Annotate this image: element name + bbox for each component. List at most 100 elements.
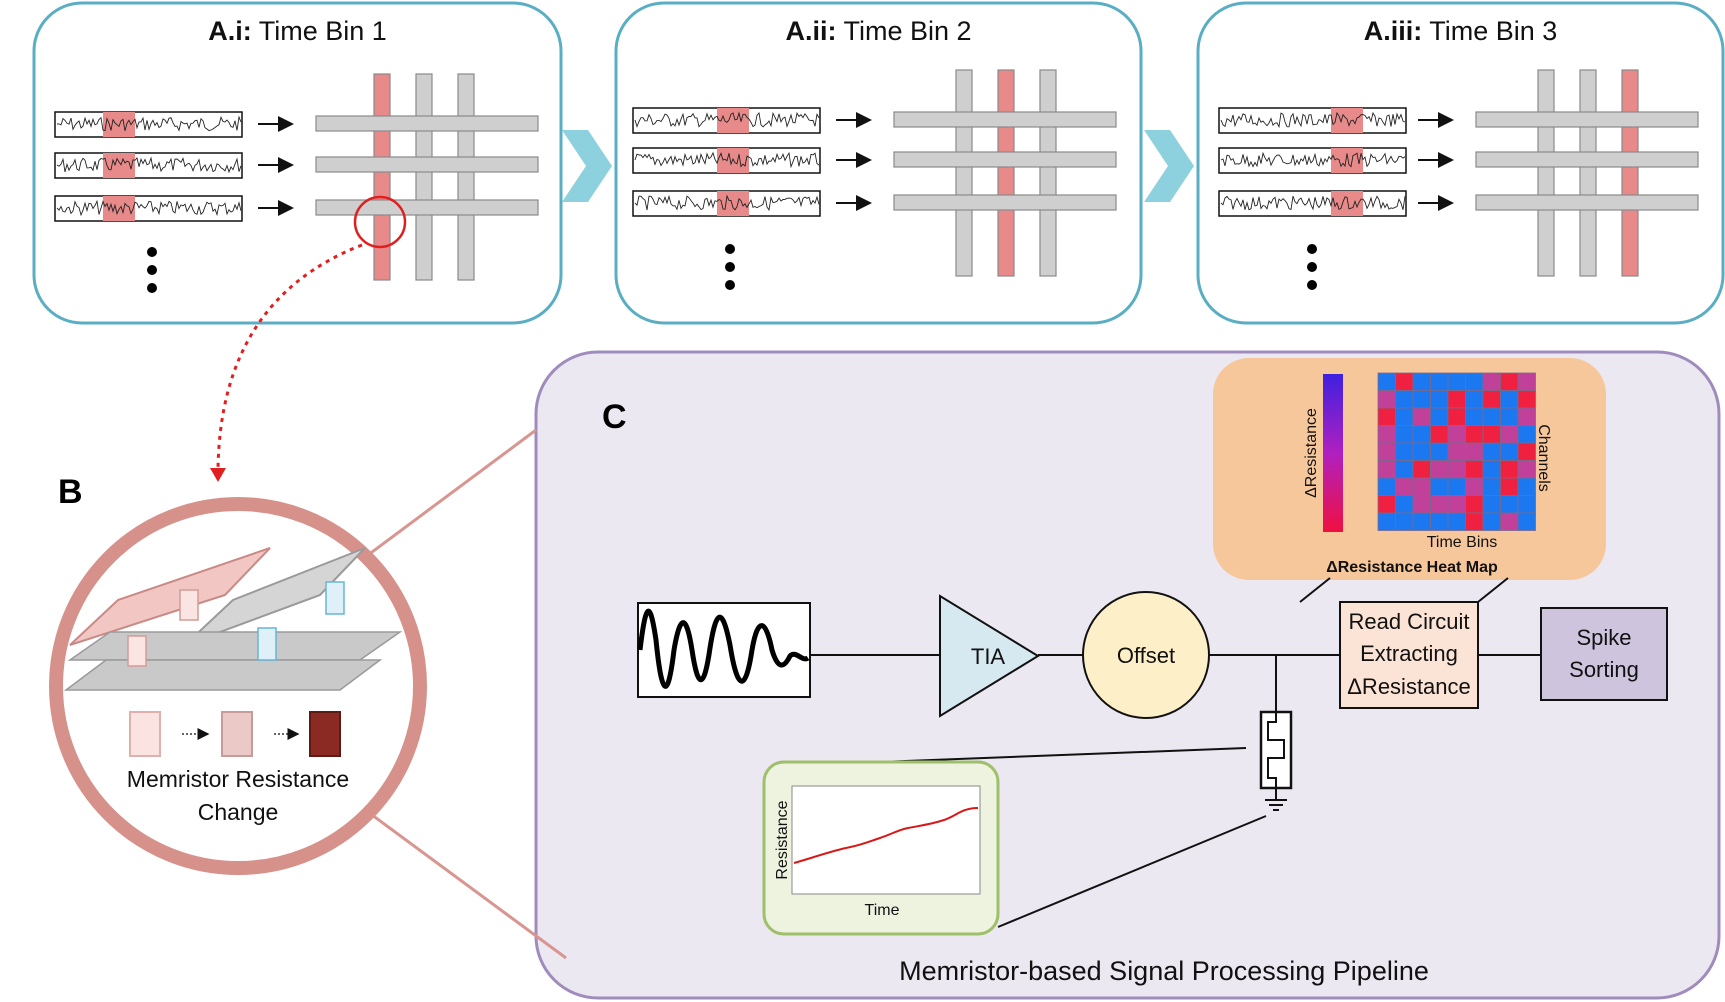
spike-sorting-line1: Spike — [1576, 625, 1631, 650]
memristor-state-low — [129, 711, 161, 757]
heatmap-cell — [1465, 390, 1484, 409]
read-circuit-line1: Read Circuit — [1348, 609, 1469, 634]
heatmap-cell — [1500, 372, 1519, 391]
heatmap-cell — [1517, 495, 1536, 514]
heatmap-cell — [1500, 495, 1519, 514]
heatmap-cell — [1412, 372, 1431, 391]
heatmap-cell — [1517, 425, 1536, 444]
heatmap-cell — [1482, 512, 1501, 531]
crossbar-row — [1475, 151, 1699, 168]
bottom-electrode-1 — [67, 631, 403, 661]
crossbar-column — [955, 69, 973, 277]
heatmap-cell — [1482, 460, 1501, 479]
signal-window-highlight — [717, 108, 749, 133]
heatmap-ylabel: Channels — [1535, 424, 1552, 492]
ellipsis-dot — [1307, 262, 1317, 272]
signal-trace — [1220, 195, 1406, 211]
plot-callout-line-top — [879, 747, 1247, 763]
signal-trace — [1220, 151, 1406, 168]
panel-b: B Memristor Resistance Change — [49, 473, 427, 875]
heatmap-cell — [1430, 512, 1449, 531]
time-bin-label: Time Bin 2 — [836, 16, 971, 46]
heatmap-cell — [1377, 407, 1396, 426]
heatmap-cell — [1482, 407, 1501, 426]
panel-b-caption-line2: Change — [198, 799, 279, 825]
heatmap-cell — [1412, 512, 1431, 531]
heatmap-cell — [1500, 512, 1519, 531]
heatmap-cell — [1395, 460, 1414, 479]
heatmap-cell — [1500, 390, 1519, 409]
heatmap-colorbar-label: ΔResistance — [1303, 408, 1320, 498]
callout-dashed-arrow — [216, 243, 363, 471]
heatmap-cell — [1430, 407, 1449, 426]
heatmap-cell — [1395, 407, 1414, 426]
tia-amplifier — [939, 594, 1040, 718]
offset-label: Offset — [1117, 643, 1175, 668]
heatmap-cell — [1377, 390, 1396, 409]
time-bin-label: Time Bin 3 — [1422, 16, 1557, 46]
time-bin-prefix: A.i: — [208, 16, 252, 46]
crossbar-row — [315, 115, 539, 132]
heatmap-cell — [1465, 372, 1484, 391]
time-bin-title: A.i: Time Bin 1 — [208, 16, 387, 46]
heatmap-cell — [1412, 460, 1431, 479]
signal-window-highlight — [103, 112, 135, 137]
ellipsis-dot — [725, 280, 735, 290]
read-circuit-box — [1339, 601, 1479, 709]
heatmap-cell — [1500, 460, 1519, 479]
spike-sorting-box — [1540, 607, 1668, 701]
signal-trace — [634, 194, 820, 212]
heatmap-cell — [1377, 512, 1396, 531]
heatmap-cell — [1377, 425, 1396, 444]
signal-trace-box — [54, 152, 243, 179]
heatmap-cell — [1395, 442, 1414, 461]
heatmap-cell — [1447, 495, 1466, 514]
ellipsis-dot — [725, 262, 735, 272]
heatmap-cell — [1377, 477, 1396, 496]
signal-trace — [56, 156, 242, 174]
crossbar-row — [315, 199, 539, 216]
crossbar-column — [997, 69, 1015, 277]
heatmap-cell — [1482, 477, 1501, 496]
signal-trace — [634, 151, 820, 169]
memristor-device-blue — [257, 581, 345, 661]
time-bin-title: A.iii: Time Bin 3 — [1364, 16, 1558, 46]
heatmap-cell — [1412, 495, 1431, 514]
crossbar-column — [1579, 69, 1597, 277]
heatmap-cell — [1395, 477, 1414, 496]
heatmap-cell — [1465, 460, 1484, 479]
heatmap-cell — [1500, 425, 1519, 444]
heatmap-cell — [1517, 390, 1536, 409]
memristor-symbol-zigzag — [1267, 712, 1285, 788]
time-bin-panel-1: A.i: Time Bin 1 — [32, 1, 563, 325]
heatmap-cell — [1430, 372, 1449, 391]
crossbar-column — [1537, 69, 1555, 277]
heatmap-cell — [1430, 390, 1449, 409]
heatmap-cell — [1447, 372, 1466, 391]
tia-label: TIA — [971, 644, 1006, 669]
crossbar-column — [1621, 69, 1639, 277]
heatmap-cell — [1465, 477, 1484, 496]
crossbar-column — [373, 73, 391, 281]
crossbar-row — [315, 156, 539, 173]
zoom-line-top — [367, 428, 537, 557]
signal-trace — [1220, 111, 1406, 129]
memristor-device-pink — [127, 589, 199, 667]
heatmap-cell — [1395, 512, 1414, 531]
resistance-plot-ylabel: Resistance — [774, 800, 791, 879]
crossbar-column — [415, 73, 433, 281]
wire-readcircuit-heatmap-left — [1299, 577, 1331, 603]
heatmap-colorbar — [1323, 374, 1343, 532]
heatmap-cell — [1447, 407, 1466, 426]
heatmap-cell — [1482, 372, 1501, 391]
memristor-symbol — [1259, 710, 1293, 790]
heatmap-cell — [1430, 495, 1449, 514]
zoom-line-bottom — [367, 810, 567, 960]
heatmap-cell — [1482, 495, 1501, 514]
crossbar-row — [1475, 111, 1699, 128]
wire-readcircuit-heatmap-right — [1477, 577, 1509, 603]
heatmap-cell — [1412, 407, 1431, 426]
heatmap-cell — [1430, 477, 1449, 496]
heatmap-cell — [1465, 425, 1484, 444]
input-waveform — [637, 608, 810, 689]
